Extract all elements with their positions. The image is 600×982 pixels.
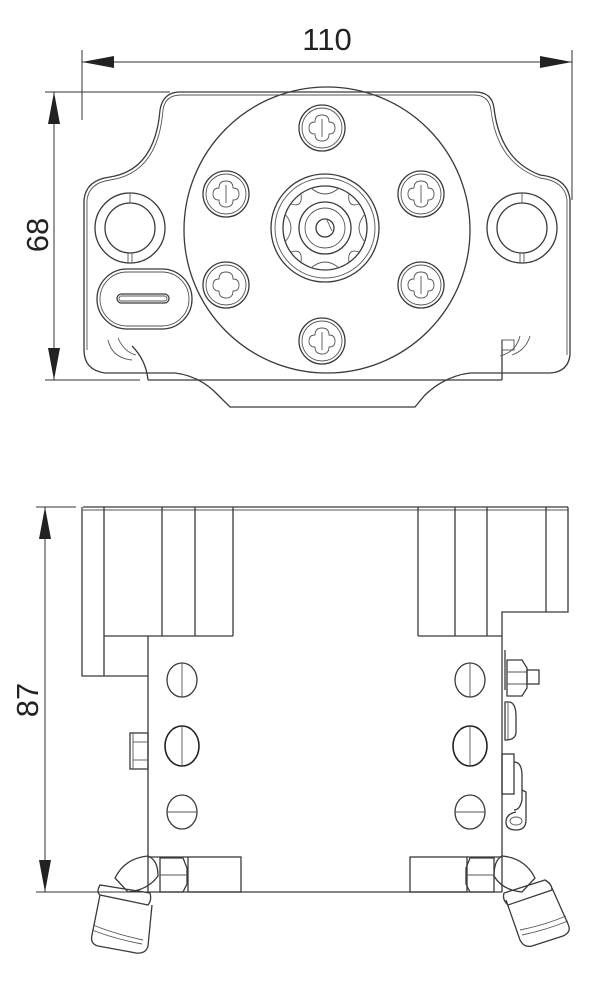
torx-screw-upper-left [202,170,250,218]
torx-screw-lower-right [397,261,445,309]
mounting-plate-outline [83,91,571,408]
dimension-width-110: 110 [81,22,573,200]
slotted-screw-left-bottom [166,794,198,830]
central-coupling [270,173,380,283]
bottom-left-fitting [90,855,242,954]
dimension-label-87: 87 [10,683,45,717]
main-body [147,636,503,893]
right-upper-block [417,507,569,637]
slotted-screw-right-bottom [454,794,486,830]
slotted-pad [96,268,193,330]
dimension-height-87: 87 [10,506,150,893]
slotted-screw-right-middle [452,725,488,767]
hex-nut-left [129,732,149,770]
side-valve-right [501,650,540,831]
dimension-label-110: 110 [302,22,351,57]
left-upper-block [81,507,234,677]
torx-screw-top [298,104,346,152]
slotted-screw-right-top [454,662,486,698]
slotted-screw-left-top [166,662,198,698]
slotted-screw-left-middle [164,725,200,767]
bottom-right-fitting [409,855,570,948]
side-view: 87 [10,506,570,954]
dimension-label-68: 68 [20,218,55,252]
flange-circle [183,86,471,374]
torx-screw-bottom [298,317,346,365]
top-view: 110 68 [20,22,573,408]
dimension-height-68: 68 [20,91,170,381]
locating-bore-left [94,192,166,264]
torx-screw-lower-left [202,261,250,309]
locating-bore-right [486,192,558,264]
torx-screw-upper-right [397,170,445,218]
